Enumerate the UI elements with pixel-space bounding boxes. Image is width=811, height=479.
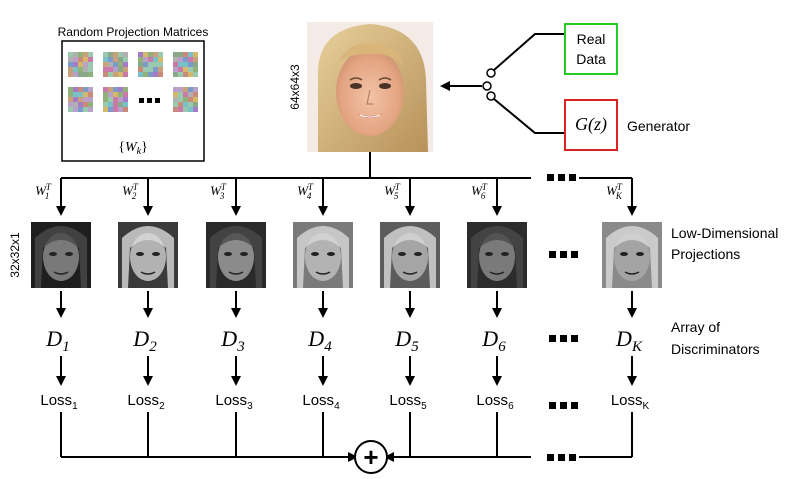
projection-matrix-thumbnail — [138, 52, 163, 77]
loss-label: Loss3 — [215, 392, 253, 412]
discriminators-label-line1: Array of — [671, 319, 720, 335]
projection-size-label: 32x32x1 — [8, 232, 22, 278]
discriminator-label: D1 — [45, 326, 69, 355]
projection-matrix-thumbnail — [173, 87, 198, 112]
discriminators-label-line2: Discriminators — [671, 341, 760, 357]
real-data-line2: Data — [576, 51, 606, 67]
projection-matrix-thumbnail — [68, 87, 93, 112]
matrices-title: Random Projection Matrices — [58, 25, 209, 39]
projection-image — [31, 222, 91, 288]
discriminator-label: D3 — [220, 326, 244, 355]
input-size-label: 64x64x3 — [288, 64, 302, 110]
projection-image — [118, 222, 178, 288]
discriminator-label: D2 — [132, 326, 157, 355]
projection-matrix-thumbnail — [103, 52, 128, 77]
matrices-frame — [61, 40, 205, 162]
projection-image — [602, 222, 662, 288]
ellipsis-icon-projections — [549, 251, 578, 258]
projection-image — [206, 222, 266, 288]
matrices-ellipsis-icon — [139, 98, 160, 103]
matrices-set-label: {Wk} — [118, 140, 148, 157]
ellipsis-icon-discriminators — [549, 335, 578, 342]
data-source-switch — [440, 33, 565, 134]
projections-label-line2: Projections — [671, 246, 740, 262]
loss-label: Loss1 — [40, 392, 78, 412]
projection-matrix-thumbnail — [173, 52, 198, 77]
loss-label: Loss4 — [302, 392, 340, 412]
discriminator-label: D6 — [481, 326, 506, 355]
loss-label: Loss5 — [389, 392, 427, 412]
ellipsis-icon-bus — [547, 174, 576, 181]
discriminator-label: D4 — [307, 326, 332, 355]
sum-symbol: + — [363, 442, 378, 472]
loss-label: LossK — [611, 392, 650, 412]
projection-image — [380, 222, 440, 288]
projections-label-line1: Low-Dimensional — [671, 225, 778, 241]
projection-image — [293, 222, 353, 288]
generator-label: Generator — [627, 118, 690, 134]
loss-label: Loss2 — [127, 392, 165, 412]
real-data-box: Real Data — [564, 23, 618, 75]
projection-matrix-thumbnail — [68, 52, 93, 77]
sum-node: + — [354, 440, 388, 474]
generator-symbol: G(z) — [575, 114, 607, 135]
generator-box: G(z) Generator — [564, 99, 690, 151]
real-data-line1: Real — [577, 31, 606, 47]
loss-label: Loss6 — [476, 392, 514, 412]
discriminator-label: DK — [615, 326, 643, 355]
projection-image — [467, 222, 527, 288]
projection-matrix-thumbnail — [103, 87, 128, 112]
random-projection-matrices-box: Random Projection Matrices {Wk} — [58, 25, 209, 162]
input-face-image — [307, 22, 433, 152]
distribution-bus — [61, 152, 632, 179]
ellipsis-icon-losses — [549, 402, 578, 409]
matrix-thumbnails — [68, 52, 198, 112]
ellipsis-icon-sum — [547, 454, 576, 461]
discriminator-label: D5 — [394, 326, 419, 355]
